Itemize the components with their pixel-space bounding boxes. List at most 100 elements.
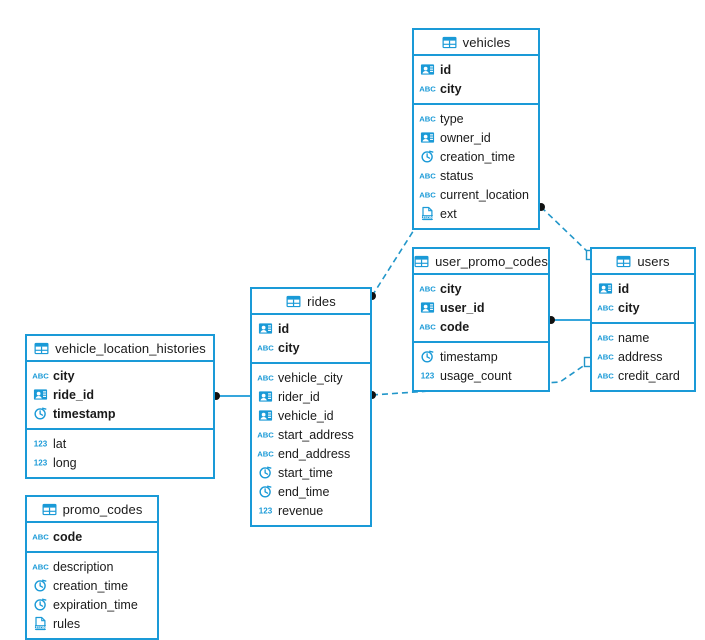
table-header-promo_codes[interactable]: promo_codes [27, 497, 157, 523]
relationship-vlh-rides[interactable] [212, 392, 250, 400]
table-grid-icon [34, 342, 49, 354]
field-row-end_time[interactable]: end_time [252, 482, 370, 501]
clock-icon [34, 407, 47, 420]
field-row-id[interactable]: id [414, 60, 538, 79]
abc-text-icon: ABC [419, 84, 436, 93]
svg-text:ABC: ABC [257, 343, 274, 352]
svg-text:ABC: ABC [597, 352, 614, 361]
field-label: vehicle_id [278, 408, 334, 423]
abc-text-icon: ABC [257, 373, 274, 382]
field-row-id[interactable]: id [592, 279, 694, 298]
svg-text:ABC: ABC [419, 171, 436, 180]
svg-text:123: 123 [421, 372, 435, 381]
field-label: address [618, 349, 663, 364]
svg-text:ABC: ABC [257, 373, 274, 382]
table-header-vehicles[interactable]: vehicles [414, 30, 538, 56]
svg-text:ABC: ABC [32, 532, 49, 541]
field-label: revenue [278, 503, 324, 518]
field-row-city[interactable]: ABC city [414, 79, 538, 98]
table-grid-icon [442, 36, 457, 48]
table-title: promo_codes [62, 501, 143, 517]
table-title: users [637, 253, 670, 269]
field-row-rider_id[interactable]: rider_id [252, 387, 370, 406]
number-123-icon: 123 [259, 507, 273, 516]
id-card-icon [258, 410, 273, 421]
field-label: city [440, 81, 462, 96]
abc-text-icon: ABC [419, 190, 436, 199]
field-row-start_address[interactable]: ABC start_address [252, 425, 370, 444]
field-row-timestamp[interactable]: timestamp [414, 347, 548, 366]
table-grid-icon [42, 503, 57, 515]
field-label: rules [53, 616, 81, 631]
field-row-vehicle_id[interactable]: vehicle_id [252, 406, 370, 425]
svg-text:123: 123 [34, 440, 48, 449]
field-label: start_address [278, 427, 354, 442]
field-label: id [618, 281, 630, 296]
field-row-creation_time[interactable]: creation_time [414, 147, 538, 166]
table-header-user_promo_codes[interactable]: user_promo_codes [414, 249, 548, 275]
svg-text:ABC: ABC [257, 430, 274, 439]
id-card-icon [258, 391, 273, 402]
abc-text-icon: ABC [597, 333, 614, 342]
field-row-ride_id[interactable]: ride_id [27, 385, 213, 404]
svg-text:ABC: ABC [419, 284, 436, 293]
field-label: credit_card [618, 368, 680, 383]
table-header-vehicle_location_histories[interactable]: vehicle_location_histories [27, 336, 213, 362]
field-row-code[interactable]: ABC code [27, 527, 157, 546]
field-row-address[interactable]: ABC address [592, 347, 694, 366]
field-label: description [53, 559, 114, 574]
field-label: timestamp [440, 349, 498, 364]
field-row-timestamp[interactable]: timestamp [27, 404, 213, 423]
field-label: city [278, 340, 300, 355]
table-header-users[interactable]: users [592, 249, 694, 275]
field-label: city [618, 300, 640, 315]
field-row-user_id[interactable]: user_id [414, 298, 548, 317]
field-row-creation_time[interactable]: creation_time [27, 576, 157, 595]
field-label: id [440, 62, 452, 77]
field-row-expiration_time[interactable]: expiration_time [27, 595, 157, 614]
field-row-description[interactable]: ABC description [27, 557, 157, 576]
field-row-revenue[interactable]: 123 revenue [252, 501, 370, 520]
relationship-upc-users[interactable] [547, 316, 590, 324]
field-row-id[interactable]: id [252, 319, 370, 338]
field-label: creation_time [440, 149, 516, 164]
field-row-city[interactable]: ABC city [252, 338, 370, 357]
field-label: code [53, 529, 83, 544]
field-row-owner_id[interactable]: owner_id [414, 128, 538, 147]
abc-text-icon: ABC [257, 430, 274, 439]
table-header-rides[interactable]: rides [252, 289, 370, 315]
clock-icon [421, 350, 434, 363]
svg-text:123: 123 [34, 459, 48, 468]
id-card-icon [420, 302, 435, 313]
svg-text:ABC: ABC [32, 562, 49, 571]
table-title: user_promo_codes [435, 253, 548, 269]
table-title: vehicles [462, 34, 511, 50]
clock-icon [259, 485, 272, 498]
field-row-start_time[interactable]: start_time [252, 463, 370, 482]
